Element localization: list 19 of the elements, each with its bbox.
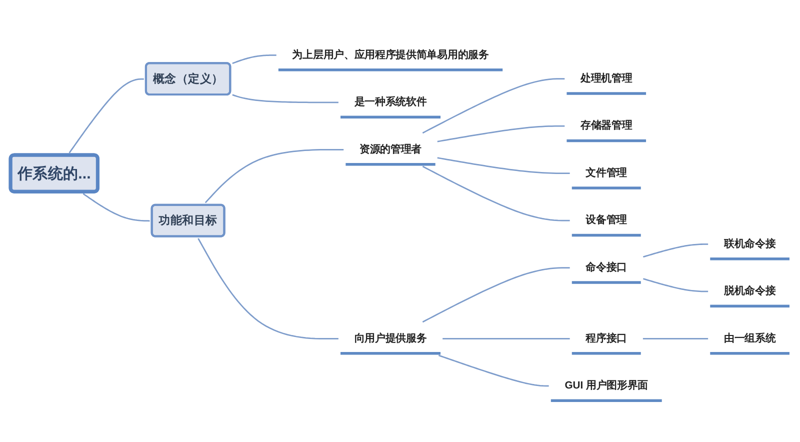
branch-line <box>198 238 338 340</box>
branch-line <box>642 244 708 258</box>
branch-line <box>422 78 565 134</box>
branch-line <box>204 149 344 204</box>
branch-line <box>437 126 565 143</box>
branch-line <box>232 94 338 104</box>
branch-line <box>422 268 570 324</box>
branch-line <box>438 355 549 388</box>
branch-line <box>437 158 570 174</box>
branch-line <box>82 194 150 222</box>
branch-line <box>68 78 144 154</box>
branch-line <box>642 278 708 293</box>
main-topic-box: 概念（定义） <box>144 62 232 96</box>
branch-line <box>422 166 570 222</box>
central-topic-box: 作系统的... <box>8 154 100 194</box>
branch-line <box>232 54 276 64</box>
main-topic-box: 功能和目标 <box>150 204 226 238</box>
branch-line <box>442 338 570 340</box>
branch-line <box>642 338 708 340</box>
